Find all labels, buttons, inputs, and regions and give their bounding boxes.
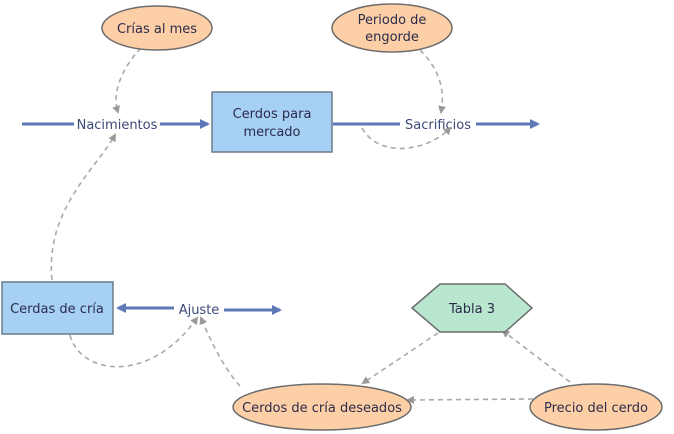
stock-cerdas-de-cria[interactable]: Cerdas de cría bbox=[1, 281, 114, 335]
stock-cerdos-para-mercado-label-1: Cerdos para bbox=[233, 107, 312, 122]
link-precio-to-deseados bbox=[406, 395, 534, 404]
aux-precio-del-cerdo-label: Precio del cerdo bbox=[544, 401, 648, 416]
aux-crias-al-mes[interactable]: Crías al mes bbox=[101, 5, 213, 51]
stock-cerdos-para-mercado[interactable]: Cerdos para mercado bbox=[211, 91, 333, 153]
aux-periodo-de-engorde-label-2: engorde bbox=[365, 30, 419, 45]
lookup-tabla-3-label: Tabla 3 bbox=[448, 302, 495, 317]
aux-periodo-de-engorde-label-1: Periodo de bbox=[358, 13, 427, 28]
link-deseados-to-ajuste bbox=[199, 316, 241, 387]
aux-cerdos-de-cria-deseados[interactable]: Cerdos de cría deseados bbox=[232, 383, 412, 431]
stock-cerdas-de-cria-label: Cerdas de cría bbox=[10, 302, 104, 317]
link-periodo-to-sacrificios bbox=[419, 49, 447, 114]
stock-cerdos-para-mercado-label-2: mercado bbox=[243, 125, 300, 140]
flow-ajuste-label[interactable]: Ajuste bbox=[179, 303, 220, 318]
link-tabla-to-deseados bbox=[361, 332, 439, 385]
aux-crias-al-mes-label: Crías al mes bbox=[117, 22, 197, 37]
lookup-tabla-3[interactable]: Tabla 3 bbox=[410, 283, 534, 333]
link-cerdas-to-nacimientos bbox=[50, 133, 116, 281]
link-cerdos-to-sacrificios bbox=[361, 126, 452, 150]
link-cerdas-to-ajuste bbox=[69, 316, 199, 368]
aux-cerdos-de-cria-deseados-label: Cerdos de cría deseados bbox=[242, 401, 402, 416]
link-crias-to-nacimientos bbox=[112, 47, 142, 114]
link-precio-to-tabla bbox=[501, 329, 571, 383]
flow-sacrificios-label[interactable]: Sacrificios bbox=[405, 118, 471, 133]
aux-periodo-de-engorde[interactable]: Periodo de engorde bbox=[331, 3, 453, 53]
aux-precio-del-cerdo[interactable]: Precio del cerdo bbox=[529, 383, 663, 431]
flow-nacimientos-label[interactable]: Nacimientos bbox=[77, 118, 158, 133]
